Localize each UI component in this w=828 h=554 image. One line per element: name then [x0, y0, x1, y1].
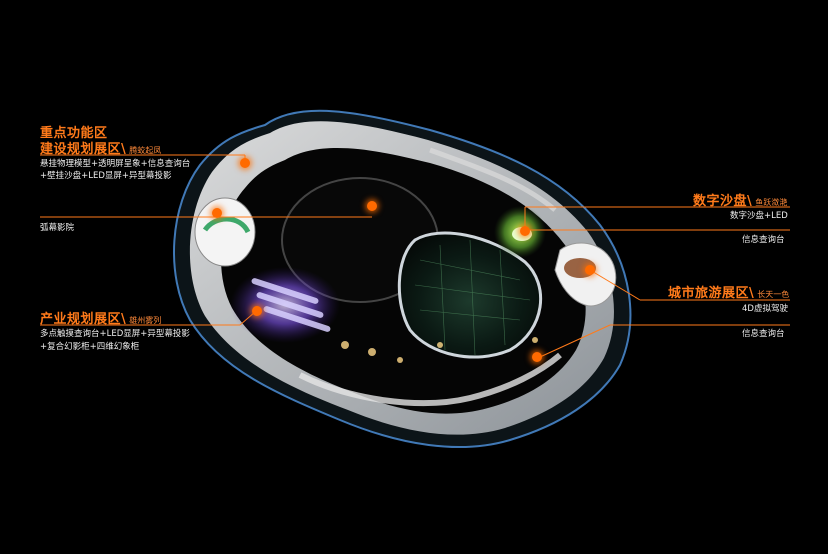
city-tourism-desc: 4D虚拟驾驶 [742, 304, 788, 314]
digital-sandtable-info: 信息查询台 [742, 235, 785, 245]
digital-sandtable-desc: 数字沙盘+LED [730, 211, 788, 221]
digital-sandtable-marker[interactable] [520, 226, 530, 236]
industry-desc-line2: +复合幻影柜+四维幻象柜 [40, 342, 140, 352]
key-function-desc-line2: +壁挂沙盘+LED显屏+异型幕投影 [40, 171, 172, 181]
digital-sandtable-title: 数字沙盘\ [693, 194, 753, 209]
key-function-title-line2: 建设规划展区\ [40, 142, 127, 157]
key-function-marker[interactable] [240, 158, 250, 168]
arc-cinema-marker[interactable] [212, 208, 222, 218]
key-function-subtitle: 腾蛟起凤 [129, 146, 162, 155]
industry-subtitle: 雄州雾列 [129, 316, 162, 325]
city-tourism-title-row: 城市旅游展区\长天一色 [668, 282, 789, 301]
key-function-desc-line1: 悬挂物理模型+透明屏呈象+信息查询台 [40, 159, 191, 169]
key-function-title-line1: 重点功能区 [40, 126, 108, 141]
digital-sandtable-subtitle: 鱼跃潋滟 [755, 198, 788, 207]
center-marker[interactable] [367, 201, 377, 211]
city-tourism-title: 城市旅游展区\ [668, 286, 755, 301]
key-function-title-row: 建设规划展区\腾蛟起凤 [40, 138, 161, 157]
arc-cinema-label: 弧幕影院 [40, 223, 75, 233]
city-tourism-info: 信息查询台 [742, 329, 785, 339]
city-tourism-subtitle: 长天一色 [757, 290, 790, 299]
industry-title: 产业规划展区\ [40, 312, 127, 327]
digital-sandtable-title-row: 数字沙盘\鱼跃潋滟 [693, 190, 787, 209]
city-tourism-marker[interactable] [585, 265, 595, 275]
info-desk-marker[interactable] [532, 352, 542, 362]
industry-desc-line1: 多点触摸查询台+LED显屏+异型幕投影 [40, 329, 190, 339]
industry-marker[interactable] [252, 306, 262, 316]
industry-title-row: 产业规划展区\雄州雾列 [40, 308, 161, 327]
